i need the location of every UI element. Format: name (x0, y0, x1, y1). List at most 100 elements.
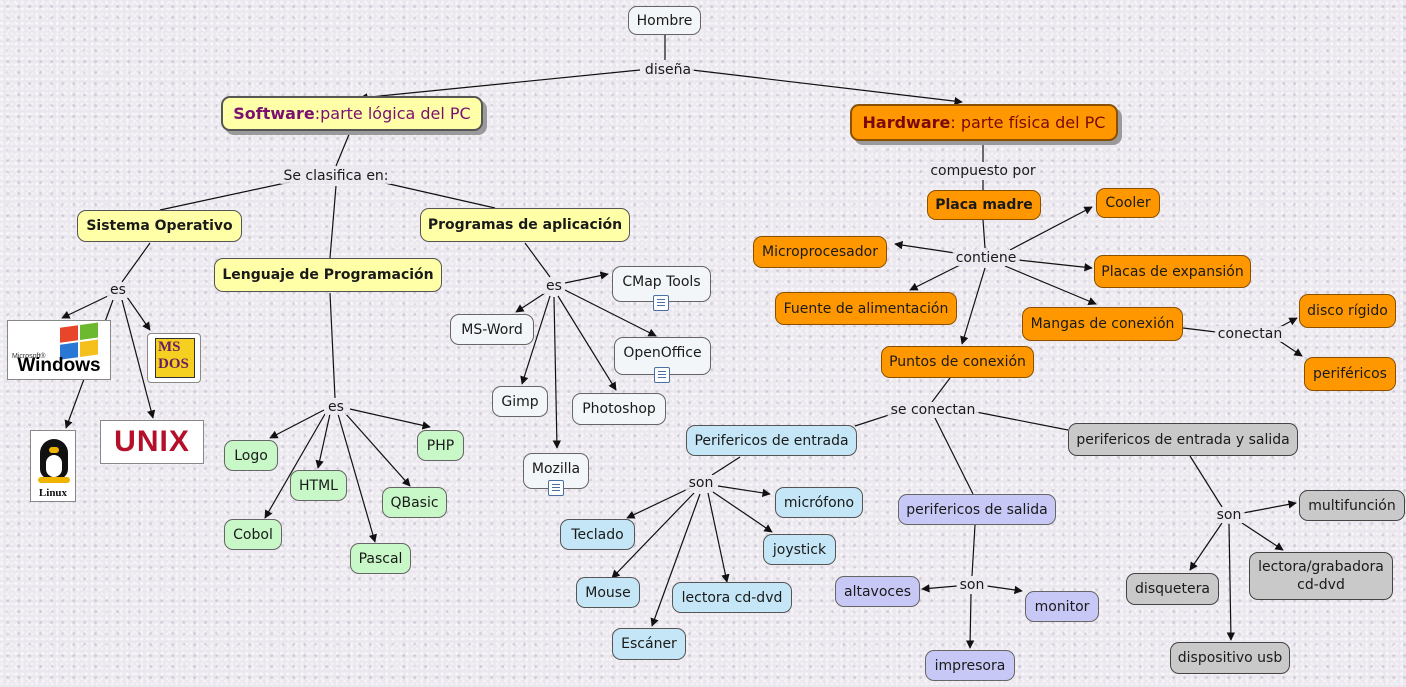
concept-lectora-grabadora[interactable]: lectora/grabadora cd-dvd (1249, 552, 1393, 600)
concept-mouse[interactable]: Mouse (576, 577, 640, 608)
concept-multifuncion[interactable]: multifunción (1299, 490, 1405, 521)
concept-php-label: PHP (426, 437, 455, 454)
concept-software[interactable]: Software:parte lógica del PC (221, 96, 483, 131)
concept-disquetera[interactable]: disquetera (1126, 573, 1219, 605)
concept-openoffice-label: OpenOffice (623, 345, 702, 361)
concept-pascal-label: Pascal (358, 550, 403, 567)
concept-placas-expansion-label: Placas de expansión (1101, 263, 1244, 280)
link-label-es-sistema: es (107, 282, 129, 298)
concept-ms-word[interactable]: MS-Word (450, 314, 534, 345)
concept-lectora-grabadora-label: lectora/grabadora cd-dvd (1258, 559, 1384, 593)
concept-perifericos-entrada[interactable]: Perifericos de entrada (686, 425, 857, 456)
msdos-logo-text: MS DOS (155, 338, 195, 378)
concept-teclado-label: Teclado (571, 526, 624, 543)
concept-altavoces[interactable]: altavoces (835, 576, 920, 607)
windows-logo-text: Windows (17, 355, 101, 376)
concept-sistema-operativo[interactable]: Sistema Operativo (77, 210, 242, 242)
concept-joystick[interactable]: joystick (763, 534, 836, 565)
concept-dispositivo-usb-label: dispositivo usb (1177, 650, 1283, 666)
concept-escaner-label: Escáner (621, 636, 677, 652)
concept-impresora[interactable]: impresora (925, 650, 1015, 681)
concept-puntos-conexion[interactable]: Puntos de conexión (881, 346, 1034, 378)
link-label-compuesto-por: compuesto por (927, 163, 1039, 179)
concept-altavoces-label: altavoces (844, 583, 911, 600)
concept-perifericos-entrada-label: Perifericos de entrada (694, 432, 849, 449)
concept-placa-madre[interactable]: Placa madre (927, 190, 1041, 220)
linux-logo-text: Linux (38, 487, 68, 499)
link-label-son-salida: son (956, 577, 988, 593)
concept-microprocesador-label: Microprocesador (762, 244, 878, 260)
concept-photoshop[interactable]: Photoshop (572, 393, 666, 425)
concept-mangas-conexion[interactable]: Mangas de conexión (1022, 307, 1183, 341)
document-icon[interactable] (653, 295, 669, 311)
concept-lenguaje-programacion-label: Lenguaje de Programación (222, 267, 434, 283)
concept-photoshop-label: Photoshop (582, 401, 656, 417)
concept-disquetera-label: disquetera (1135, 581, 1210, 597)
concept-escaner[interactable]: Escáner (612, 628, 686, 660)
concept-pascal[interactable]: Pascal (350, 543, 411, 574)
tux-beak-icon (49, 447, 59, 453)
document-icon[interactable] (548, 480, 564, 496)
concept-hombre[interactable]: Hombre (628, 6, 701, 35)
concept-mouse-label: Mouse (585, 584, 631, 601)
concept-lectora-cd-dvd-label: lectora cd-dvd (681, 589, 783, 606)
concept-html[interactable]: HTML (290, 470, 347, 501)
concept-cooler-label: Cooler (1105, 195, 1151, 211)
concept-perifericos-entrada-salida[interactable]: perifericos de entrada y salida (1068, 423, 1298, 456)
concept-programas-aplicacion-label: Programas de aplicación (427, 217, 623, 233)
concept-logo[interactable]: Logo (224, 440, 278, 471)
concept-perifericos-label: periféricos (1313, 366, 1387, 382)
concept-disco-rigido[interactable]: disco rígido (1299, 294, 1396, 328)
concept-lenguaje-programacion[interactable]: Lenguaje de Programación (214, 258, 442, 292)
software-keyword: Software (233, 103, 315, 123)
concept-perifericos-salida[interactable]: perifericos de salida (898, 494, 1056, 525)
unix-logo[interactable]: UNIX (100, 420, 204, 464)
concept-microprocesador[interactable]: Microprocesador (753, 236, 887, 268)
concept-microfono[interactable]: micrófono (775, 487, 863, 518)
concept-placa-madre-label: Placa madre (935, 197, 1033, 213)
concept-multifuncion-label: multifunción (1308, 497, 1396, 514)
link-label-contiene: contiene (952, 250, 1020, 266)
concept-fuente-alimentacion[interactable]: Fuente de alimentación (775, 292, 957, 325)
windows-logo-small-text: Microsoft® (12, 353, 46, 360)
concept-perifericos-salida-label: perifericos de salida (906, 501, 1048, 518)
link-label-son-es: son (1213, 507, 1245, 523)
link-label-se-clasifica: Se clasifica en: (280, 168, 392, 184)
linux-logo[interactable]: Linux (30, 430, 76, 502)
concept-logo-label: Logo (234, 447, 268, 464)
concept-joystick-label: joystick (772, 541, 827, 558)
concept-puntos-conexion-label: Puntos de conexión (889, 354, 1026, 370)
concept-programas-aplicacion[interactable]: Programas de aplicación (420, 208, 630, 242)
concept-monitor-label: monitor (1034, 598, 1090, 615)
link-label-son-entrada: son (685, 475, 717, 491)
concept-hardware[interactable]: Hardware: parte física del PC (850, 104, 1118, 141)
concept-cobol[interactable]: Cobol (224, 519, 282, 550)
link-label-se-conectan: se conectan (887, 402, 979, 418)
concept-gimp-label: Gimp (501, 393, 539, 410)
concept-sistema-operativo-label: Sistema Operativo (86, 218, 233, 234)
link-label-disena: diseña (641, 62, 695, 78)
concept-qbasic-label: QBasic (390, 494, 439, 511)
concept-dispositivo-usb[interactable]: dispositivo usb (1170, 642, 1290, 674)
concept-perifericos-entrada-salida-label: perifericos de entrada y salida (1076, 431, 1290, 448)
concept-cooler[interactable]: Cooler (1096, 188, 1160, 218)
concept-mangas-conexion-label: Mangas de conexión (1030, 316, 1175, 332)
document-icon[interactable] (654, 367, 670, 383)
concept-qbasic[interactable]: QBasic (382, 487, 447, 518)
concept-disco-rigido-label: disco rígido (1307, 303, 1388, 319)
link-label-conectan: conectan (1214, 326, 1286, 342)
concept-gimp[interactable]: Gimp (492, 386, 548, 417)
concept-placas-expansion[interactable]: Placas de expansión (1094, 255, 1251, 288)
msdos-logo[interactable]: MS DOS (147, 333, 201, 383)
concept-lectora-cd-dvd[interactable]: lectora cd-dvd (672, 582, 792, 613)
link-label-es-lenguaje: es (325, 399, 347, 415)
concept-perifericos[interactable]: periféricos (1304, 357, 1396, 391)
concept-cmap-tools-label: CMap Tools (622, 274, 701, 290)
software-description: :parte lógica del PC (314, 103, 471, 123)
windows-logo[interactable]: Microsoft® Windows (7, 320, 111, 380)
concept-monitor[interactable]: monitor (1025, 591, 1099, 622)
concept-teclado[interactable]: Teclado (560, 519, 635, 550)
concept-impresora-label: impresora (934, 657, 1006, 674)
concept-php[interactable]: PHP (417, 430, 464, 461)
